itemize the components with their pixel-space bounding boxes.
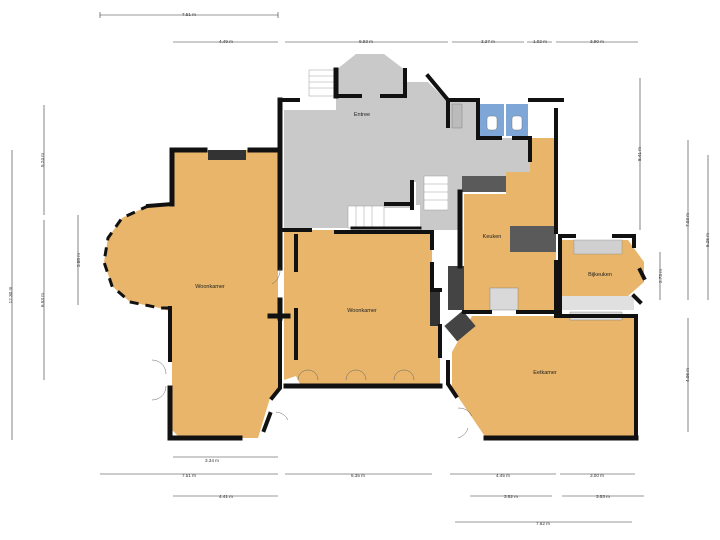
pantry-block — [448, 266, 464, 310]
fireplace-center — [430, 290, 440, 326]
dim-bottom-d: 4.45 m — [496, 473, 510, 478]
label-keuken: Keuken — [483, 234, 502, 240]
fireplace — [208, 150, 246, 160]
kitchen-counter — [462, 176, 506, 192]
dim-bottom-c: 6.35 m — [351, 473, 365, 478]
doors — [151, 267, 473, 439]
woonkamer-center-room — [284, 230, 440, 384]
porch-stairs — [308, 69, 337, 97]
hall-stairs-lower — [347, 205, 385, 229]
dim-right-a: 8.41 m — [637, 147, 642, 161]
dim-right-b: 7.03 m — [685, 213, 690, 227]
toilet-bowl-left — [486, 115, 498, 131]
dim-top-total: 7.51 m — [182, 12, 196, 17]
dimension-lines — [11, 12, 709, 523]
eetkamer-room — [452, 316, 634, 438]
woonkamer-left-room — [104, 150, 278, 438]
dim-top-e: 3.90 m — [590, 39, 604, 44]
keuken-room — [464, 138, 556, 310]
walls — [102, 67, 647, 441]
label-woonkamer-center: Woonkamer — [347, 308, 377, 314]
kitchen-island — [510, 226, 556, 252]
toilet-bowl-right — [511, 115, 523, 131]
dim-top-a: 4.49 m — [219, 39, 233, 44]
sink-closet — [451, 103, 463, 129]
dim-bottom-h: 3.53 m — [596, 494, 610, 499]
kitchen-corridor — [448, 102, 530, 230]
dim-right-c: 5.25 m — [705, 233, 710, 247]
entree-floor — [284, 82, 448, 230]
dim-top-d: 1.02 m — [533, 39, 547, 44]
dim-top-c: 3.27 m — [481, 39, 495, 44]
dim-bottom-e: 3.00 m — [590, 473, 604, 478]
bijkeuken-counter — [573, 239, 623, 255]
label-bijkeuken: Bijkeuken — [588, 272, 612, 278]
dim-bottom-g: 3.52 m — [504, 494, 518, 499]
label-woonkamer-left: Woonkamer — [195, 284, 225, 290]
dim-right-e: 4.06 m — [685, 368, 690, 382]
label-entree: Entree — [354, 112, 370, 118]
front-porch — [336, 54, 405, 96]
dim-left-total: 12.30 m — [8, 287, 13, 304]
dim-bottom-f: 4.41 m — [219, 494, 233, 499]
hall-stairs-upper — [423, 175, 449, 211]
dim-left-c: 6.53 m — [40, 293, 45, 307]
dim-left-b: 3.88 m — [76, 253, 81, 267]
entree-area — [284, 54, 449, 230]
bijkeuken-floor-strip — [562, 296, 634, 310]
dim-bottom-b: 7.51 m — [182, 473, 196, 478]
dim-bottom-total: 7.62 m — [536, 521, 550, 526]
dim-top-b: 9.93 m — [359, 39, 373, 44]
label-eetkamer: Eetkamer — [533, 370, 557, 376]
eetkamer-stove — [444, 310, 476, 342]
dim-right-d: 2.73 m — [658, 269, 663, 283]
fridge — [489, 287, 519, 311]
dim-left-a: 5.24 m — [40, 153, 45, 167]
dim-bottom-a: 3.34 m — [205, 458, 219, 463]
